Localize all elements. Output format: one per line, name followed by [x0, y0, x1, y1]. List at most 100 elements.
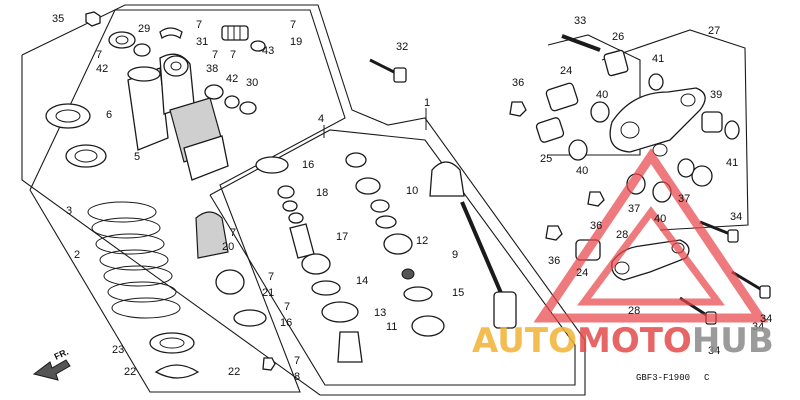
washer-42-top [133, 43, 151, 57]
part-label-59: 22 [124, 366, 136, 378]
part-label-11: 7 [230, 49, 236, 61]
rod-end-piece [337, 331, 363, 363]
bolt-32 [369, 58, 407, 83]
part-label-2: 7 [196, 19, 202, 31]
part-label-5: 19 [290, 36, 302, 48]
frame-damper-group [209, 129, 576, 386]
part-label-56: 34 [760, 313, 772, 325]
part-label-23: 6 [106, 109, 112, 121]
spring-seats [45, 103, 107, 168]
part-label-43: 28 [616, 229, 628, 241]
bolt-34-mid [731, 270, 763, 292]
part-label-33: 3 [66, 205, 72, 217]
part-label-0: 35 [52, 13, 64, 25]
bump-stop-20 [195, 211, 229, 259]
triangle-inner [577, 206, 725, 306]
part-label-21: 40 [596, 89, 608, 101]
part-label-37: 34 [730, 211, 742, 223]
watermark-auto: AUTO [472, 321, 577, 361]
washer-stack-17 [355, 177, 381, 195]
center-parts [195, 152, 517, 363]
part-label-26: 16 [302, 159, 314, 171]
washer-stack-top [345, 152, 367, 168]
frame-spring-group [29, 9, 346, 393]
part-label-1: 29 [138, 23, 150, 35]
part-label-24: 1 [424, 97, 430, 109]
piston-13 [321, 301, 359, 323]
part-label-39: 20 [222, 241, 234, 253]
part-label-54: 13 [374, 307, 386, 319]
front-direction-indicator: FR. [32, 347, 71, 381]
part-label-55: 28 [628, 305, 640, 317]
rod-9 [460, 201, 506, 301]
part-label-29: 40 [576, 165, 588, 177]
seat-23 [149, 332, 195, 354]
part-label-16: 26 [612, 31, 624, 43]
ring-16-top [255, 156, 289, 174]
seat-21 [215, 269, 245, 295]
stopper-22 [154, 364, 200, 379]
piston-stack [301, 253, 331, 275]
part-label-42: 36 [590, 220, 602, 232]
bearing-40-right [691, 165, 713, 187]
top-hardware [85, 11, 266, 57]
part-label-48: 14 [356, 275, 368, 287]
diagram-code: GBF3-F1900 [636, 373, 690, 383]
part-label-13: 30 [246, 77, 258, 89]
valve-stack [289, 223, 315, 259]
nut-8 [262, 357, 276, 371]
front-direction-label: FR. [53, 347, 70, 362]
bearing-40-top [590, 101, 610, 123]
part-label-52: 7 [284, 301, 290, 313]
collar-24-top [545, 82, 579, 112]
bushing-38 [204, 84, 224, 100]
part-label-25: 4 [318, 113, 324, 125]
part-label-35: 37 [678, 193, 690, 205]
part-label-61: 7 [294, 355, 300, 367]
part-label-40: 17 [336, 231, 348, 243]
cap-29 [108, 31, 136, 49]
watermark-triangle [533, 147, 769, 323]
part-label-60: 22 [228, 366, 240, 378]
ring-16-low [233, 309, 267, 327]
part-label-58: 23 [112, 344, 124, 356]
watermark-text: AUTOMOTOHUB [472, 321, 774, 361]
part-label-30: 41 [726, 157, 738, 169]
part-label-31: 10 [406, 185, 418, 197]
cap-11 [411, 315, 445, 337]
part-label-38: 7 [230, 227, 236, 239]
frame-outer-shock [21, 4, 586, 396]
part-label-28: 25 [540, 153, 552, 165]
valve-19 [221, 25, 249, 41]
washer-42-mid [224, 95, 240, 109]
spring-seat-6 [45, 103, 91, 129]
part-label-53: 16 [280, 317, 292, 329]
seal-41-right [724, 120, 740, 140]
oring-43 [250, 40, 266, 52]
frame-arm-group [601, 29, 749, 231]
lock-nut-5 [65, 144, 107, 168]
bearing-40-low [677, 158, 695, 178]
part-label-8: 42 [96, 63, 108, 75]
part-label-20: 24 [560, 65, 572, 77]
part-label-6: 43 [262, 45, 274, 57]
shock-body [127, 53, 257, 181]
watermark-hub: HUB [692, 321, 774, 361]
nut-35 [85, 11, 101, 27]
triangle-outer [533, 147, 769, 323]
part-label-62: 8 [294, 371, 300, 383]
part-label-45: 2 [74, 249, 80, 261]
bearing-40-mid [568, 139, 588, 161]
seal-41-top [648, 73, 664, 91]
seal-14 [311, 280, 341, 296]
part-label-19: 36 [512, 77, 524, 89]
nut-18 [277, 185, 295, 199]
part-label-46: 7 [268, 271, 274, 283]
part-label-32: 5 [134, 151, 140, 163]
part-label-49: 36 [548, 255, 560, 267]
part-label-3: 31 [196, 36, 208, 48]
part-label-50: 24 [576, 267, 588, 279]
part-label-63: 34 [752, 321, 764, 333]
part-label-64: 34 [708, 345, 720, 357]
